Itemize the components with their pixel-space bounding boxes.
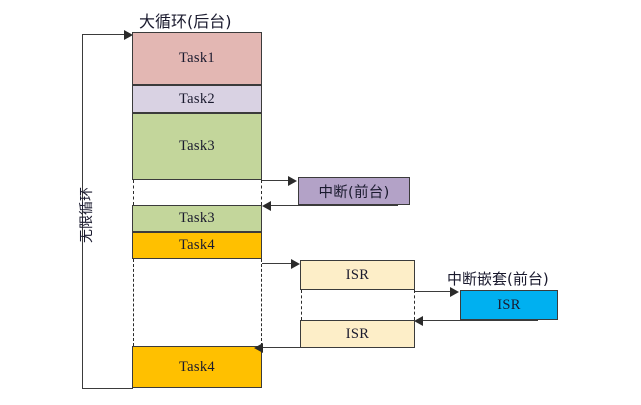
nested-enter-arrowhead-icon: [450, 286, 459, 297]
task-block-task1: Task1: [132, 32, 262, 85]
loop-top-line: [82, 34, 126, 36]
task-block-task3-resumed: Task3: [132, 205, 262, 232]
interrupt-return-line: [270, 204, 398, 206]
loop-vertical-line: [82, 34, 84, 389]
interrupt-enter-line: [262, 179, 289, 181]
isr-box-first: ISR: [300, 260, 415, 290]
isr-gap-dashed-left: [301, 290, 302, 320]
isr-return-line: [262, 346, 402, 348]
gap2-dashed-left: [133, 259, 134, 346]
nested-interrupt-title: 中断嵌套(前台): [447, 270, 549, 288]
nested-isr-box: ISR: [460, 290, 558, 320]
gap2-dashed-right: [260, 259, 262, 346]
task-block-task2: Task2: [132, 85, 262, 113]
interrupt-box: 中断(前台): [298, 177, 410, 205]
interrupt-return-arrowhead-icon: [262, 200, 271, 211]
gap1-dashed-right: [260, 180, 262, 205]
loop-bottom-line: [82, 387, 133, 389]
task-block-task4-resumed: Task4: [132, 346, 262, 388]
task-block-task3-first: Task3: [132, 113, 262, 180]
gap1-dashed-left: [133, 180, 134, 205]
task-block-task4-first: Task4: [132, 232, 262, 259]
infinite-loop-label: 无限循环: [79, 187, 95, 243]
nested-enter-line: [415, 290, 450, 292]
interrupt-enter-arrowhead-icon: [288, 175, 297, 186]
isr1-enter-arrowhead-icon: [291, 258, 300, 269]
nested-return-line: [423, 319, 538, 321]
isr-gap-dashed-right: [413, 290, 415, 320]
isr1-enter-line: [262, 262, 292, 264]
nested-return-arrowhead-icon: [414, 315, 423, 326]
background-loop-title: 大循环(后台): [139, 12, 232, 31]
loop-arrowhead-icon: [124, 29, 133, 40]
isr-return-arrowhead-icon: [254, 342, 263, 353]
isr-box-resumed: ISR: [300, 320, 415, 348]
